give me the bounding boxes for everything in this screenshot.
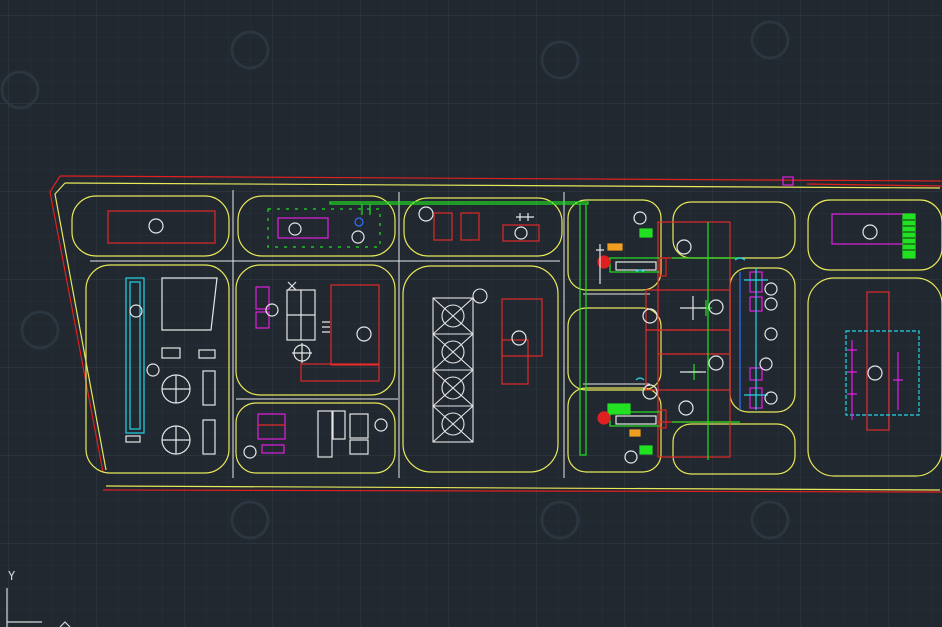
road-centerlines bbox=[90, 190, 650, 478]
building-e1 bbox=[255, 281, 380, 382]
outer-road bbox=[54, 182, 941, 491]
equipment-train-lower bbox=[597, 403, 667, 455]
building-g1 bbox=[501, 298, 543, 385]
ucs-axis-icon bbox=[6, 588, 71, 627]
building-c1 bbox=[418, 206, 540, 242]
equipment-train-upper bbox=[596, 228, 667, 284]
building-b1 bbox=[267, 208, 381, 248]
site-boundary bbox=[49, 175, 942, 493]
ucs-y-axis-label: Y bbox=[8, 569, 16, 583]
faint-logo-watermark-icon bbox=[0, 20, 790, 540]
gate-marker bbox=[782, 176, 794, 186]
building-d1 bbox=[125, 277, 218, 455]
power-block bbox=[624, 211, 740, 464]
cooling-towers bbox=[432, 288, 488, 443]
road-blocks bbox=[71, 195, 942, 477]
building-a1 bbox=[107, 210, 216, 244]
transformer-bays bbox=[635, 257, 778, 410]
building-h2 bbox=[845, 291, 920, 431]
green-pipe-rack bbox=[329, 201, 589, 456]
building-f1 bbox=[243, 410, 388, 459]
building-h1 bbox=[831, 213, 916, 259]
